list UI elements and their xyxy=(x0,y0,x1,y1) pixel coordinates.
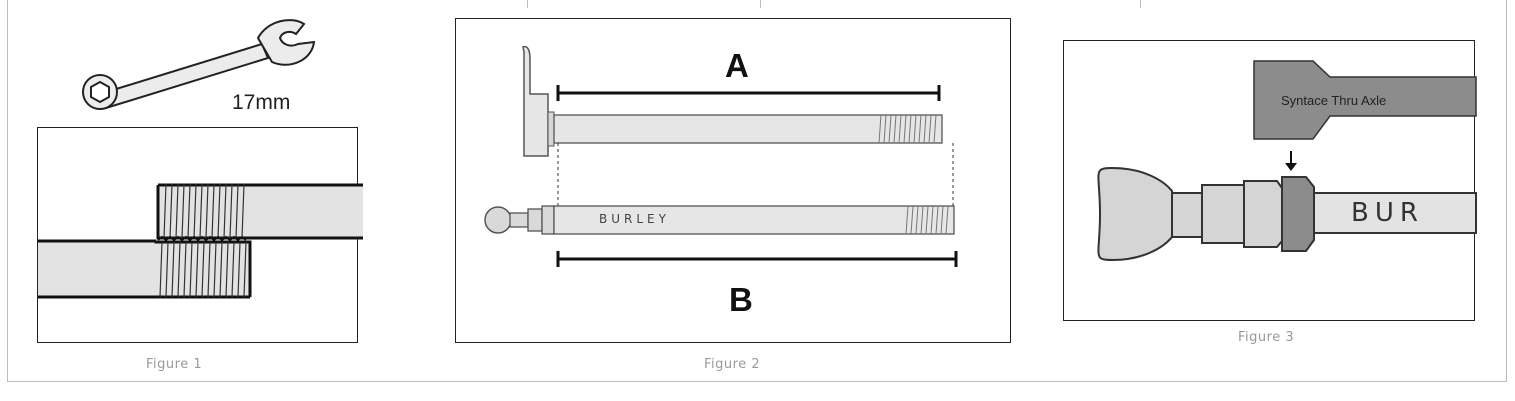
dimension-b-label: B xyxy=(729,281,753,318)
figure-2-panel: A B BURLEY xyxy=(455,18,1011,343)
figure-1-caption: Figure 1 xyxy=(146,357,203,372)
wrench-size-label: 17mm xyxy=(232,91,291,114)
figure-3-panel: Syntace Thru Axle BUR xyxy=(1063,40,1477,321)
figure-1-thread-detail xyxy=(38,183,363,299)
wrench-icon xyxy=(82,19,316,110)
tool-label: Syntace Thru Axle xyxy=(1281,93,1387,108)
figure-1-panel xyxy=(37,127,363,343)
dimension-a-label: A xyxy=(725,47,749,84)
frame-divider-tick xyxy=(1140,0,1141,8)
frame-divider-tick xyxy=(760,0,761,8)
figure-2-caption: Figure 2 xyxy=(704,357,761,372)
figure-3-caption: Figure 3 xyxy=(1238,330,1295,345)
figure-3-axle-detail xyxy=(1097,60,1477,262)
diagram-frame xyxy=(7,0,1507,382)
frame-divider-tick xyxy=(527,0,528,8)
axle-brand-partial-label: BUR xyxy=(1351,198,1424,228)
axle-brand-label: BURLEY xyxy=(599,212,670,226)
figure-2-axle-comparison xyxy=(484,45,958,267)
